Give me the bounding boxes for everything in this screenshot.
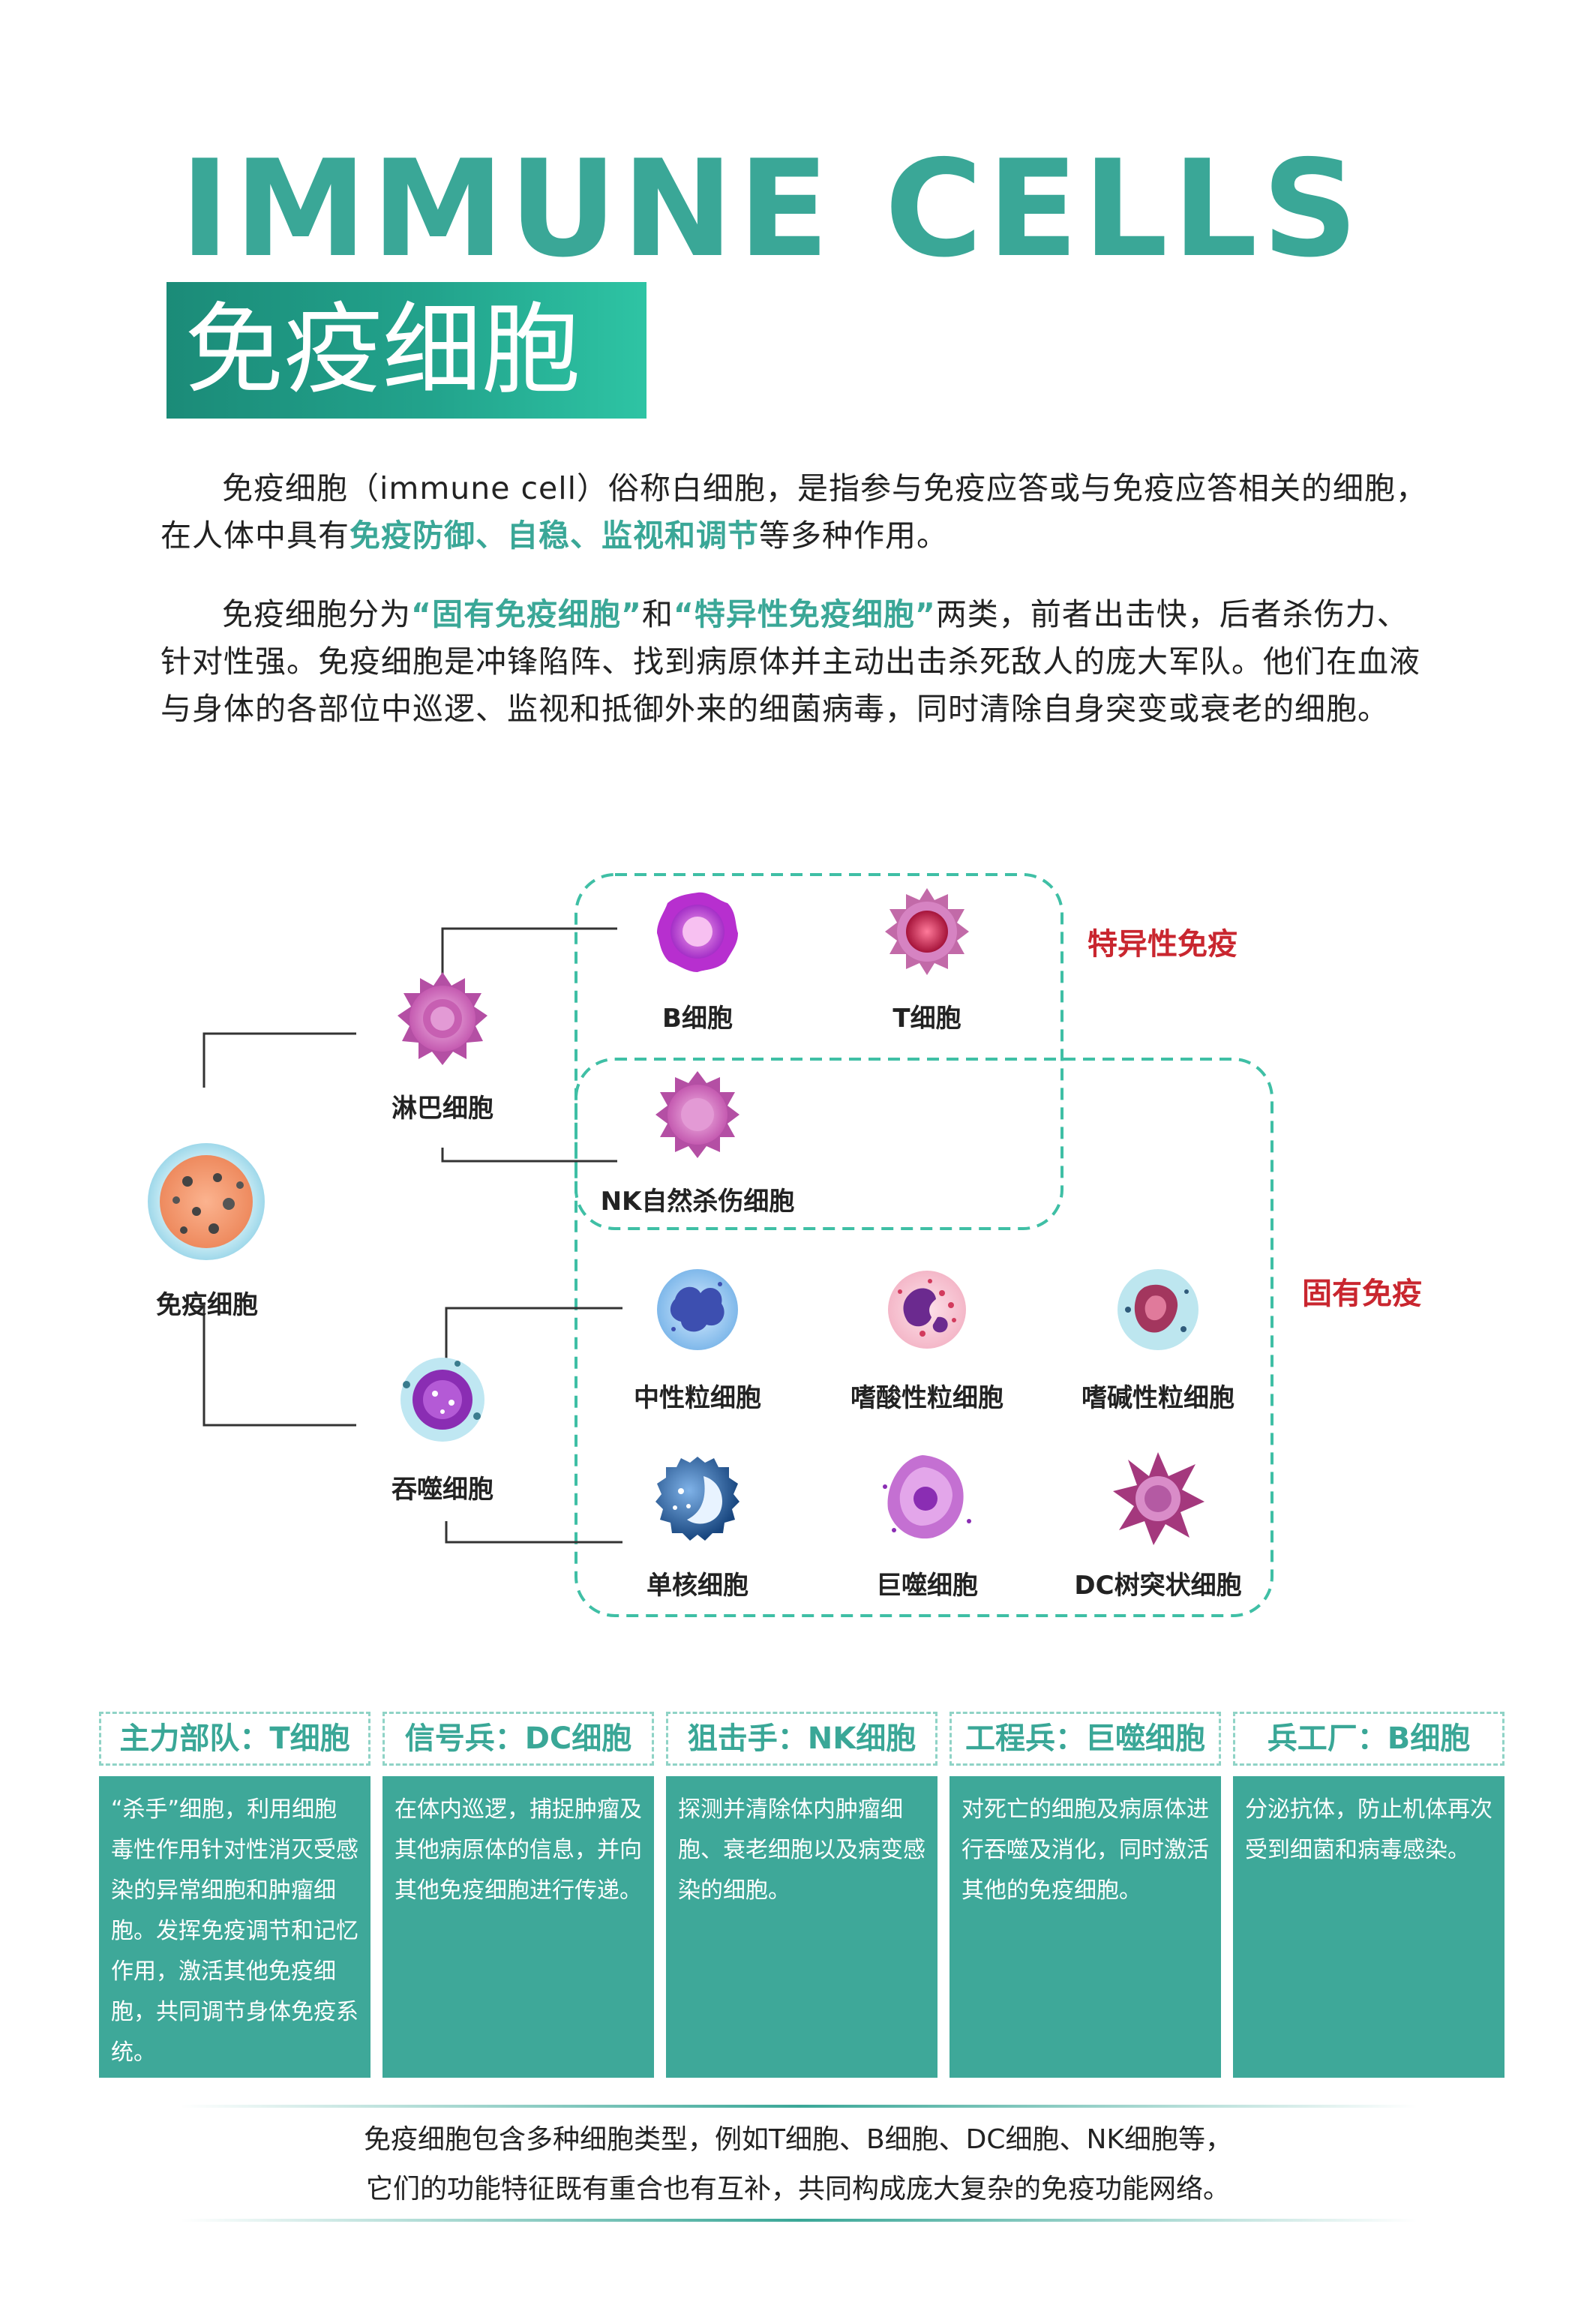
label-b-cell: B细胞 [662,1004,733,1034]
label-dendritic-cell: DC树突状细胞 [1074,1571,1242,1601]
card-body: 分泌抗体，防止机体再次受到细菌和病毒感染。 [1233,1776,1504,2078]
phagocyte-icon [400,1358,484,1442]
card-body: 探测并清除体内肿瘤细胞、衰老细胞以及病变感染的细胞。 [666,1776,938,2078]
card-dc-cell: 信号兵：DC细胞 在体内巡逻，捕捉肿瘤及其他病原体的信息，并向其他免疫细胞进行传… [382,1712,654,2078]
card-title: 兵工厂：B细胞 [1233,1712,1504,1766]
intro-text: 和 [641,596,674,632]
label-nk-cell: NK自然杀伤细胞 [600,1187,795,1217]
specific-immunity-box [574,873,1064,1230]
neutrophil-icon [657,1269,738,1350]
label-basophil: 嗜碱性粒细胞 [1082,1383,1234,1413]
card-b-cell: 兵工厂：B细胞 分泌抗体，防止机体再次受到细菌和病毒感染。 [1233,1712,1504,2078]
card-body: 对死亡的细胞及病原体进行吞噬及消化，同时激活其他的免疫细胞。 [950,1776,1221,2078]
title-chinese-banner: 免疫细胞 [166,282,646,419]
intro-highlight: 免疫防御、自稳、监视和调节 [350,518,759,554]
card-macrophage: 工程兵：巨噬细胞 对死亡的细胞及病原体进行吞噬及消化，同时激活其他的免疫细胞。 [950,1712,1221,2078]
nk-cell-icon [656,1071,740,1158]
macrophage-icon [883,1455,971,1539]
label-phagocyte: 吞噬细胞 [392,1475,494,1505]
footer-line-2: 它们的功能特征既有重合也有互补，共同构成庞大复杂的免疫功能网络。 [365,2174,1230,2204]
label-monocyte: 单核细胞 [646,1571,748,1601]
card-body: 在体内巡逻，捕捉肿瘤及其他病原体的信息，并向其他免疫细胞进行传递。 [382,1776,654,2078]
footer-line-1: 免疫细胞包含多种细胞类型，例如T细胞、B细胞、DC细胞、NK细胞等， [363,2124,1233,2155]
intro-text: 等多种作用。 [759,518,948,554]
category-innate-immunity: 固有免疫 [1302,1277,1422,1311]
dendritic-cell-icon [1113,1452,1204,1545]
card-title: 狙击手：NK细胞 [666,1712,938,1766]
card-t-cell: 主力部队：T细胞 “杀手”细胞，利用细胞毒性作用针对性消灭受感染的异常细胞和肿瘤… [99,1712,370,2078]
label-eosinophil: 嗜酸性粒细胞 [850,1383,1004,1413]
category-specific-immunity: 特异性免疫 [1088,927,1238,962]
card-nk-cell: 狙击手：NK细胞 探测并清除体内肿瘤细胞、衰老细胞以及病变感染的细胞。 [666,1712,938,2078]
monocyte-icon [656,1457,740,1541]
intro-text: 免疫细胞分为 [222,596,411,632]
footer-divider-top [180,2105,1418,2108]
card-title: 工程兵：巨噬细胞 [950,1712,1221,1766]
intro-paragraph-1: 免疫细胞（immune cell）俗称白细胞，是指参与免疫应答或与免疫应答相关的… [160,465,1436,560]
label-neutrophil: 中性粒细胞 [634,1383,761,1413]
innate-immunity-box [574,1058,1274,1617]
label-lymphocyte: 淋巴细胞 [392,1094,494,1124]
intro-highlight: “特异性免疫细胞” [673,596,936,632]
lymphocyte-icon [398,972,488,1065]
label-t-cell: T细胞 [892,1004,962,1034]
label-macrophage: 巨噬细胞 [876,1571,978,1601]
intro-text: 两类，前者出击快，后者杀伤力、针对性强。免疫细胞是冲锋陷阵、找到病原体并主动出击… [160,596,1420,727]
root-cell-icon [148,1143,265,1260]
footer-summary: 免疫细胞包含多种细胞类型，例如T细胞、B细胞、DC细胞、NK细胞等， 它们的功能… [0,2115,1596,2214]
eosinophil-icon [888,1271,966,1349]
connector-lines [202,927,622,1544]
card-title: 主力部队：T细胞 [99,1712,370,1766]
card-title: 信号兵：DC细胞 [382,1712,654,1766]
label-immune-cell: 免疫细胞 [156,1290,258,1320]
card-body: “杀手”细胞，利用细胞毒性作用针对性消灭受感染的异常细胞和肿瘤细胞。发挥免疫调节… [99,1776,370,2078]
basophil-icon [1118,1269,1198,1350]
t-cell-icon [885,888,969,975]
footer-divider-bottom [180,2219,1418,2222]
title-english: IMMUNE CELLS [180,131,1363,287]
b-cell-icon [657,892,738,972]
intro-text: 免疫细胞（immune cell）俗称白细胞，是指参与免疫应答或与免疫应答相关的… [160,470,1428,554]
intro-paragraph-2: 免疫细胞分为“固有免疫细胞”和“特异性免疫细胞”两类，前者出击快，后者杀伤力、针… [160,591,1436,733]
intro-highlight: “固有免疫细胞” [411,596,642,632]
